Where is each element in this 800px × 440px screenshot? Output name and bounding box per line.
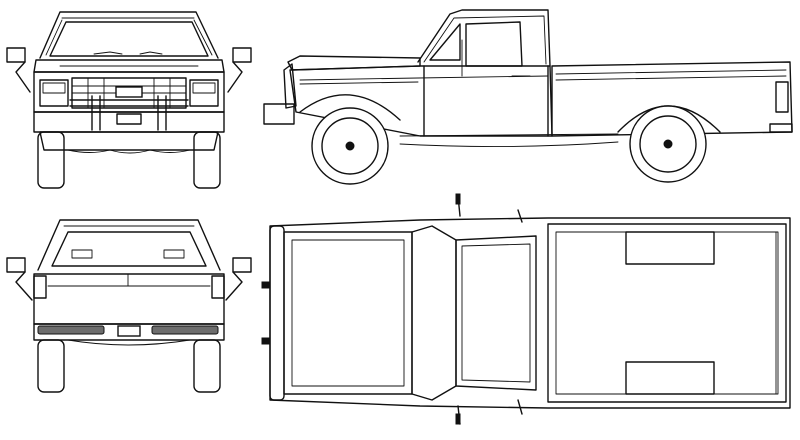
side-front-arch <box>299 94 401 121</box>
top-wheel-well-left <box>625 231 715 265</box>
front-grille-emblem <box>115 86 143 98</box>
rear-tailgate <box>33 273 225 325</box>
side-taillight <box>775 81 789 113</box>
rear-seat-left <box>71 249 93 259</box>
top-tow-hooks <box>261 281 271 345</box>
top-hood-inner <box>291 239 405 387</box>
front-windshield <box>49 21 209 57</box>
top-roof-inner <box>461 243 531 383</box>
side-rear-rim <box>639 115 697 173</box>
rear-bumper-strip-right <box>151 325 219 335</box>
front-bumper <box>33 111 225 133</box>
side-hood <box>287 55 421 71</box>
top-bed-floor <box>555 231 779 395</box>
top-left-mirror <box>455 193 461 205</box>
front-left-headlight <box>39 79 69 107</box>
front-valance <box>39 131 219 151</box>
side-rear-bumper <box>769 123 793 133</box>
rear-bumper <box>33 323 225 341</box>
front-right-headlight <box>189 79 219 107</box>
rear-cab <box>37 219 221 271</box>
rear-license-plate <box>117 325 141 337</box>
side-rocker <box>399 133 619 148</box>
front-right-mirror <box>232 47 252 63</box>
top-right-mirror <box>455 413 461 425</box>
top-hood <box>283 231 413 395</box>
rear-window <box>51 231 207 267</box>
rear-right-taillight <box>211 275 225 299</box>
rear-left-tire <box>37 339 65 393</box>
rear-seat-right <box>163 249 185 259</box>
side-vent-window <box>429 23 461 61</box>
side-door-window <box>465 21 523 67</box>
side-front-grille <box>283 63 297 109</box>
side-view <box>263 9 793 185</box>
side-front-rim <box>321 117 379 175</box>
rear-bumper-strip-left <box>37 325 105 335</box>
front-view <box>6 11 252 189</box>
front-right-tire <box>193 131 221 189</box>
front-wipers <box>93 51 163 55</box>
rear-axle-line <box>67 339 191 346</box>
side-door <box>423 65 549 137</box>
top-cab-roof <box>455 235 537 391</box>
top-outline <box>269 217 791 409</box>
side-rear-hub <box>663 139 673 149</box>
top-view <box>261 193 791 425</box>
rear-right-tire <box>193 339 221 393</box>
side-front-hub <box>345 141 355 151</box>
side-body-stripe <box>299 75 549 85</box>
side-front-bumper <box>263 103 295 125</box>
side-bed-rail <box>555 69 787 81</box>
top-windshield <box>411 225 457 401</box>
rear-tailgate-lines <box>47 273 211 287</box>
side-cab-roof <box>417 9 551 67</box>
front-left-lamp-upper <box>42 82 66 94</box>
front-axle-line <box>67 149 191 154</box>
rear-left-mirror <box>6 257 26 273</box>
top-front-bumper <box>269 225 285 401</box>
front-mirror-arms <box>15 61 243 93</box>
front-left-mirror <box>6 47 26 63</box>
rear-mirror-arms <box>15 271 243 301</box>
top-wheel-well-right <box>625 361 715 395</box>
front-left-tire <box>37 131 65 189</box>
front-grille-guard <box>69 95 189 131</box>
front-roof-lines <box>45 17 213 56</box>
rear-left-taillight <box>33 275 47 299</box>
rear-right-mirror <box>232 257 252 273</box>
rear-view <box>6 219 252 393</box>
top-bed <box>547 223 787 403</box>
front-cab-roof <box>39 11 219 59</box>
front-right-lamp-upper <box>192 82 216 94</box>
side-cab-inner <box>423 15 547 65</box>
front-license-plate <box>116 113 142 125</box>
top-mirrors <box>457 195 523 425</box>
